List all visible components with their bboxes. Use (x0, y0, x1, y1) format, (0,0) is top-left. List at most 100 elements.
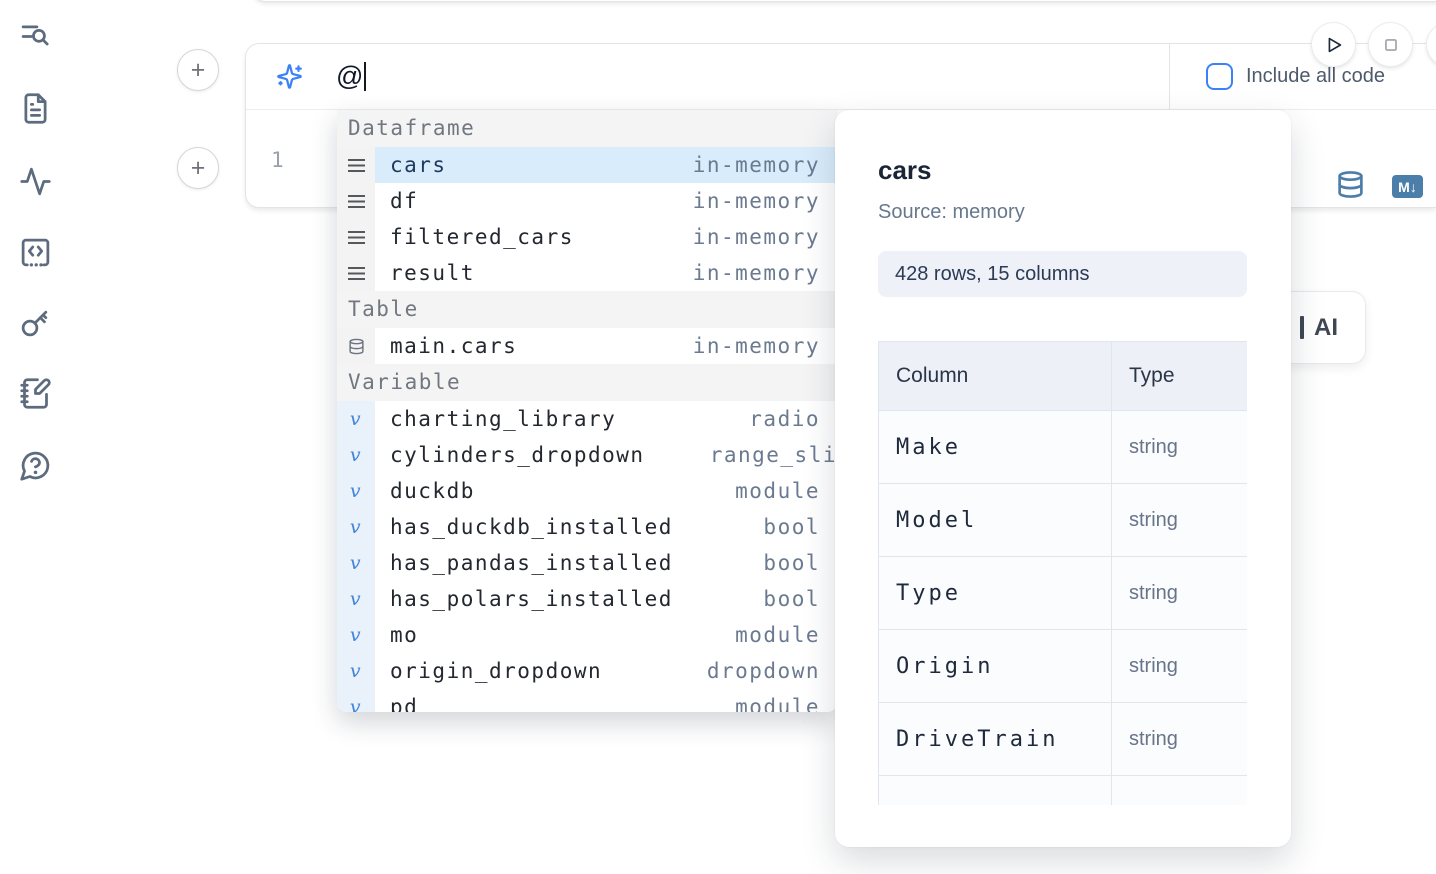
autocomplete-item[interactable]: filtered_cars in-memory (337, 219, 837, 255)
schema-column-name: Model (878, 483, 1112, 557)
ai-button-label: AI (1314, 313, 1338, 341)
variable-icon: v (337, 437, 375, 473)
include-all-code-label: Include all code (1246, 65, 1385, 87)
preview-shape-badge: 428 rows, 15 columns (878, 251, 1247, 297)
item-name: has_duckdb_installed (390, 515, 673, 539)
previous-cell-edge (253, 0, 1436, 2)
help-chat-icon[interactable] (19, 449, 52, 482)
autocomplete-section-header: Table (337, 291, 837, 328)
item-name: has_pandas_installed (390, 551, 673, 575)
include-all-code-option: Include all code (1170, 44, 1436, 110)
variable-icon: v (337, 617, 375, 653)
variable-icon: v (337, 581, 375, 617)
item-type: in-memory (692, 261, 820, 285)
item-name: origin_dropdown (390, 659, 603, 683)
key-shortcuts-icon[interactable] (19, 306, 52, 339)
autocomplete-item[interactable]: main.cars in-memory (337, 328, 837, 364)
autocomplete-item[interactable]: v has_duckdb_installed bool (337, 509, 837, 545)
table-rows-icon (337, 147, 375, 183)
item-type: in-memory (692, 189, 820, 213)
item-name: cylinders_dropdown (390, 443, 645, 467)
line-number: 1 (271, 148, 284, 172)
file-document-icon[interactable] (19, 92, 52, 125)
item-name: duckdb (390, 479, 475, 503)
preview-source: Source: memory (878, 201, 1025, 223)
autocomplete-item[interactable]: result in-memory (337, 255, 837, 291)
schema-column-type: string (1111, 629, 1247, 703)
variable-icon: v (337, 473, 375, 509)
code-snippets-icon[interactable] (19, 236, 52, 269)
schema-column-name: DriveTrain (878, 702, 1112, 776)
item-type: module (735, 695, 820, 712)
autocomplete-item[interactable]: df in-memory (337, 183, 837, 219)
item-name: result (390, 261, 475, 285)
code-editor[interactable]: 1 M↓ (246, 110, 1436, 207)
autocomplete-item[interactable]: v cylinders_dropdown range_sli (337, 437, 837, 473)
item-type: in-memory (692, 334, 820, 358)
add-cell-below-button[interactable]: + (177, 147, 219, 189)
schema-column-type: string (1111, 483, 1247, 557)
schema-column-name: Origin (878, 629, 1112, 703)
extra-cell-action-button[interactable] (1427, 23, 1436, 66)
run-cell-button[interactable] (1312, 23, 1355, 66)
variable-icon: v (337, 689, 375, 712)
database-icon (337, 328, 375, 364)
item-type: range_sli (709, 443, 837, 467)
variable-icon: v (337, 509, 375, 545)
table-rows-icon (337, 219, 375, 255)
schema-column-name: Type (878, 556, 1112, 630)
variable-icon: v (337, 401, 375, 437)
sparkles-icon (276, 63, 303, 90)
schema-header-column: Column (878, 341, 1112, 411)
play-icon (1328, 37, 1341, 52)
occluded-glyph (1300, 316, 1304, 339)
item-type: bool (763, 515, 820, 539)
stop-cell-button[interactable] (1369, 23, 1412, 66)
schema-column-type: string (1111, 702, 1247, 776)
ai-prompt-input[interactable]: @ (246, 44, 1170, 110)
table-rows-icon (337, 183, 375, 219)
autocomplete-section-header: Dataframe (337, 110, 837, 147)
item-name: has_polars_installed (390, 587, 673, 611)
item-name: main.cars (390, 334, 518, 358)
item-name: filtered_cars (390, 225, 574, 249)
item-name: mo (390, 623, 419, 647)
schema-column-type: string (1111, 410, 1247, 484)
autocomplete-section-header: Variable (337, 364, 837, 401)
add-cell-above-button[interactable]: + (177, 49, 219, 91)
schema-header-type: Type (1111, 341, 1247, 411)
item-type: in-memory (692, 225, 820, 249)
schema-row-partial (878, 775, 1247, 805)
item-type: in-memory (692, 153, 820, 177)
left-sidebar (0, 0, 70, 874)
activity-pulse-icon[interactable] (19, 165, 52, 198)
table-rows-icon (337, 255, 375, 291)
item-name: charting_library (390, 407, 617, 431)
text-cursor (364, 62, 367, 91)
convert-to-markdown-icon[interactable]: M↓ (1392, 175, 1423, 198)
include-all-code-checkbox[interactable] (1206, 63, 1233, 90)
convert-to-sql-database-icon[interactable] (1336, 170, 1365, 202)
item-name: pd (390, 695, 419, 712)
dataframe-preview-panel: cars Source: memory 428 rows, 15 columns… (835, 110, 1291, 847)
schema-column-type: string (1111, 556, 1247, 630)
cell-ai-prompt-row: @ Include all code (246, 44, 1436, 110)
table-of-contents-search-icon[interactable] (19, 20, 52, 53)
item-name: df (390, 189, 419, 213)
scratchpad-notebook-icon[interactable] (19, 377, 52, 410)
